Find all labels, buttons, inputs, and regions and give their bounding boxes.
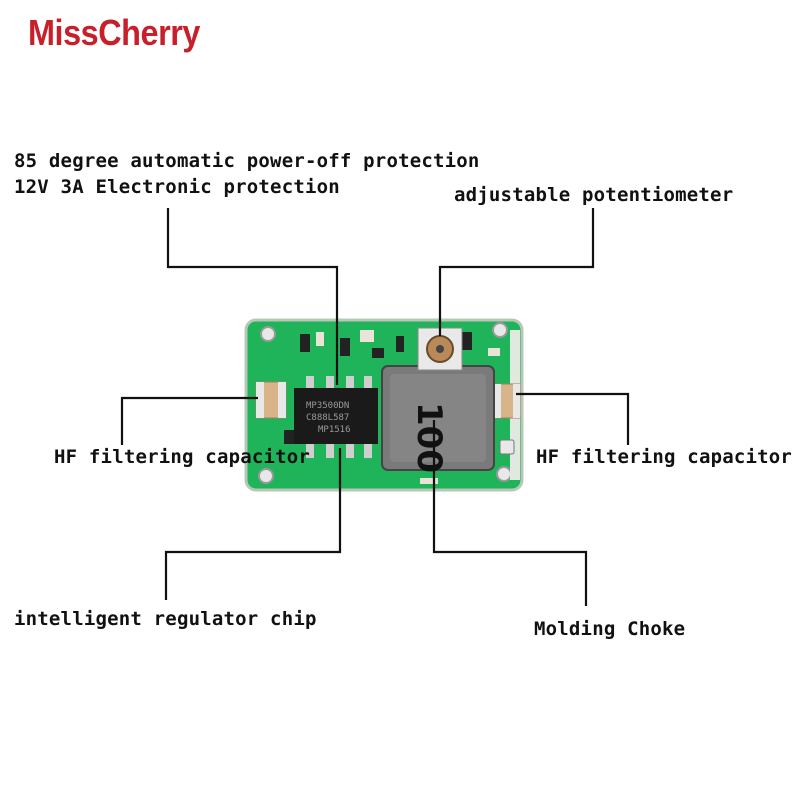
chip-marking-3: MP1516	[318, 425, 351, 435]
label-regulator-chip: intelligent regulator chip	[14, 608, 317, 630]
molding-choke: 100	[381, 365, 495, 473]
label-hf-capacitor-left: HF filtering capacitor	[54, 446, 311, 468]
pad-bottom-right	[496, 466, 512, 482]
label-protection-line2: 12V 3A Electronic protection	[14, 176, 340, 198]
chip-marking-1: MP3500DN	[306, 401, 349, 411]
label-potentiometer: adjustable potentiometer	[454, 184, 734, 206]
pad-top-right	[492, 322, 508, 338]
leader-lines	[120, 208, 630, 606]
chip-marking-2: C888L587	[306, 413, 349, 423]
label-protection-line1: 85 degree automatic power-off protection	[14, 150, 480, 172]
pad-top-left	[260, 326, 276, 342]
label-molding-choke: Molding Choke	[534, 618, 686, 640]
pad-bottom-left	[258, 468, 274, 484]
inductor-marking: 100	[409, 402, 449, 473]
brand-logo: MissCherry	[28, 12, 200, 53]
label-hf-capacitor-right: HF filtering capacitor	[536, 446, 793, 468]
regulator-chip: MP3500DN C888L587 MP1516	[294, 376, 378, 458]
